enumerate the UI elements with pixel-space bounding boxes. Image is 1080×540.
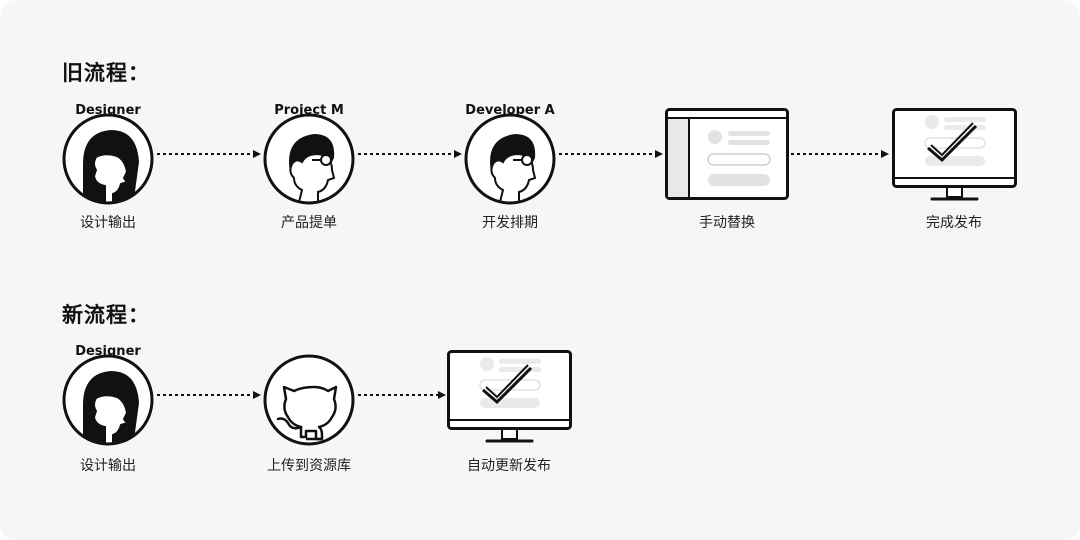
old-step-2-caption: 产品提单 <box>281 215 337 231</box>
new-step-1-caption: 设计输出 <box>80 458 136 474</box>
new-flow-title: 新流程： <box>62 303 150 327</box>
old-arrow-3 <box>559 149 663 159</box>
old-step-5-caption: 完成发布 <box>926 215 982 231</box>
old-flow-title: 旧流程： <box>62 61 150 85</box>
old-arrow-4 <box>791 149 889 159</box>
new-arrow-2 <box>358 390 446 400</box>
old-step-2-project-manager-icon <box>262 112 356 206</box>
old-arrow-2 <box>358 149 462 159</box>
old-step-4-caption: 手动替换 <box>699 215 755 231</box>
old-arrow-1 <box>157 149 261 159</box>
old-step-4-app-window-icon <box>665 108 789 200</box>
old-step-3-developer-icon <box>463 112 557 206</box>
old-step-3-role: Developer A <box>465 103 555 118</box>
old-step-1-caption: 设计输出 <box>80 215 136 231</box>
new-step-1-role: Designer <box>75 344 141 359</box>
old-step-1-designer-icon <box>61 112 155 206</box>
old-step-5-monitor-check-icon <box>892 108 1017 206</box>
old-step-2-role: Project M <box>274 103 344 118</box>
new-step-3-caption: 自动更新发布 <box>467 458 551 474</box>
new-step-1-designer-icon <box>61 353 155 447</box>
old-step-3-caption: 开发排期 <box>482 215 538 231</box>
new-arrow-1 <box>157 390 261 400</box>
new-step-2-caption: 上传到资源库 <box>267 458 351 474</box>
new-step-2-github-icon <box>262 353 356 447</box>
new-step-3-monitor-check-icon <box>447 350 572 448</box>
old-step-1-role: Designer <box>75 103 141 118</box>
